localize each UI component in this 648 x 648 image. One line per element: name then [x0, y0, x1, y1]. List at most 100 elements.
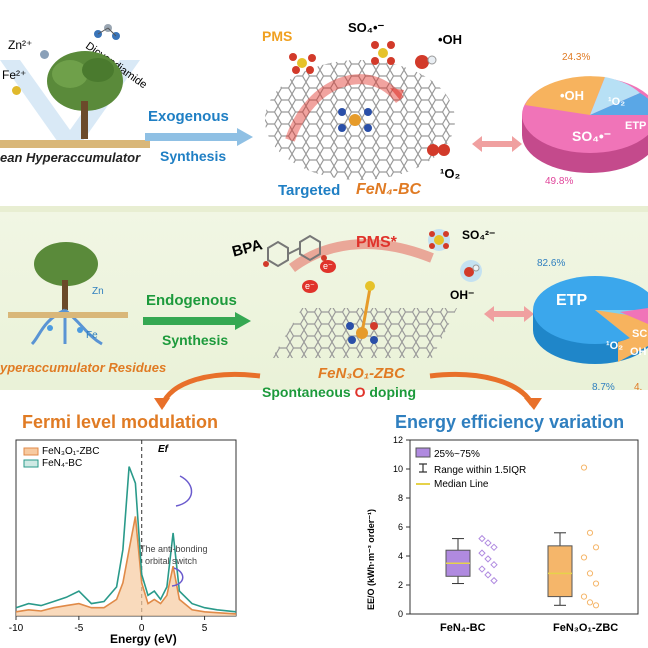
residue-tree-icon [30, 242, 103, 346]
energy-point [484, 539, 492, 547]
pms-star-label: PMS* [356, 234, 397, 251]
energy-point [484, 555, 492, 563]
energy-point [592, 544, 600, 551]
molecule-icon [94, 24, 120, 40]
fermi-chart: -10 -5 0 5 [9, 439, 237, 634]
mid-pie-pct-top: 82.6% [537, 258, 566, 269]
mid-pie-1o2-label: ¹O₂ [606, 340, 624, 352]
energy-point [580, 554, 588, 561]
energy-ytick-label: 4 [398, 551, 403, 561]
doping-label: Spontaneous O doping [262, 384, 416, 400]
energy-point [478, 549, 486, 557]
tray-shape [0, 60, 140, 140]
energy-ytick-label: 8 [398, 493, 403, 503]
so4-radical-label: SO₄•⁻ [348, 20, 385, 35]
fen4-graphene-sheet [265, 60, 455, 180]
top-pie-oh-label: •OH [560, 88, 585, 103]
oh-minus-molecule-icon [460, 260, 482, 282]
fermi-annotation-1: The anti-bonding [140, 544, 208, 554]
energy-point [478, 534, 486, 543]
fermi-xtick-label: -10 [9, 623, 24, 634]
mid-pie-chart [533, 276, 648, 364]
exogenous-synthesis-label: Synthesis [160, 148, 227, 164]
fermi-title: Fermi level modulation [22, 412, 219, 432]
zn-ion-label: Zn²⁺ [8, 38, 33, 52]
fermi-legend-1: FeN₃O₁-ZBC [42, 446, 100, 457]
fermi-xticks-group: -10 -5 0 5 [9, 616, 208, 634]
fermi-xtick-label: -5 [74, 623, 83, 634]
fermi-line-0 [15, 516, 237, 615]
energy-point [580, 464, 588, 471]
mid-pie-oh-label: OH [630, 346, 647, 358]
oh-radical-label: •OH [438, 32, 463, 47]
so4-2-molecule-icon [428, 229, 450, 251]
energy-point [592, 602, 600, 609]
fe-ion-label: Fe²⁺ [2, 68, 27, 82]
energy-ylabel: EE/O (kWh·m⁻³ order⁻¹) [366, 509, 376, 610]
residue-soil-bar [8, 312, 128, 318]
energy-legend-1: 25%~75% [434, 449, 480, 460]
energy-ytick-label: 2 [398, 580, 403, 590]
bpa-molecule-icon [263, 234, 327, 268]
hyperaccumulator-label: ean Hyperaccumulator [0, 150, 141, 165]
switch-arrow-2 [171, 567, 184, 587]
endogenous-synthesis-label: Synthesis [162, 332, 229, 348]
exogenous-label: Exogenous [148, 108, 229, 125]
endogenous-arrow [143, 312, 251, 330]
mid-pie-pct-bottom: 8.7% [592, 382, 615, 393]
singlet-o2-icon [427, 144, 450, 156]
top-double-arrow [472, 136, 522, 152]
top-pie-etp-label: ETP [625, 120, 647, 132]
residues-label: yperaccumulator Residues [0, 360, 167, 375]
energy-point [490, 576, 498, 585]
tree-icon [47, 51, 123, 139]
energy-legend-whisker [419, 463, 427, 473]
energy-point [586, 570, 594, 577]
doping-prefix: Spontaneous [262, 384, 351, 400]
energy-point [484, 571, 492, 579]
fermi-xlabel: Energy (eV) [110, 632, 177, 646]
soil-bar [0, 140, 150, 148]
energy-point [586, 599, 594, 606]
mid-pie-so-label: SC [632, 328, 648, 340]
zn-ion-icon [40, 50, 49, 59]
energy-legend-box [415, 447, 431, 458]
residue-fe-label: Fe [86, 330, 98, 341]
mid-pie-pct-right: 4. [634, 382, 643, 393]
energy-point [490, 560, 498, 569]
top-pie-so4-label: SO₄•⁻ [572, 128, 612, 144]
energy-point [586, 529, 594, 536]
top-pie-1o2-label: ¹O₂ [608, 96, 626, 108]
residue-zn-label: Zn [92, 286, 104, 297]
energy-point [580, 593, 588, 600]
fermi-xtick-label: 5 [202, 623, 208, 634]
energy-ytick-label: 0 [398, 609, 403, 619]
energy-point [490, 543, 498, 552]
separator-1 [0, 206, 648, 212]
fermi-ef-label: Ef [158, 444, 168, 455]
curved-arrows [154, 371, 542, 410]
energy-legend-2: Range within 1.5IQR [434, 465, 527, 476]
targeted-label: Targeted [278, 182, 341, 199]
electron-badge-1: e⁻ [320, 260, 336, 273]
energy-point [592, 580, 600, 587]
top-pie-pct-top: 24.3% [562, 52, 591, 63]
energy-xcat-2: FeN₃O₁-ZBC [553, 622, 619, 634]
so4-molecule-icon [371, 41, 395, 65]
fermi-area-0 [16, 516, 236, 616]
doping-suffix: doping [369, 384, 416, 400]
top-pie-pct-bottom: 49.8% [545, 176, 574, 187]
energy-ytick-label: 12 [393, 436, 403, 445]
endogenous-label: Endogenous [146, 292, 237, 309]
fen4-bc-title: FeN₄-BC [356, 181, 422, 198]
energy-xcat-1: FeN₄-BC [440, 622, 486, 634]
mid-double-arrow [484, 306, 534, 322]
fermi-legend-swatch-2 [23, 459, 39, 468]
exogenous-arrow [145, 128, 253, 146]
fermi-annotation-2: orbital switch [145, 556, 198, 566]
fermi-legend-2: FeN₄-BC [42, 458, 83, 469]
energy-title: Energy efficiency variation [395, 412, 625, 432]
fermi-xtick-label: 0 [139, 623, 145, 634]
